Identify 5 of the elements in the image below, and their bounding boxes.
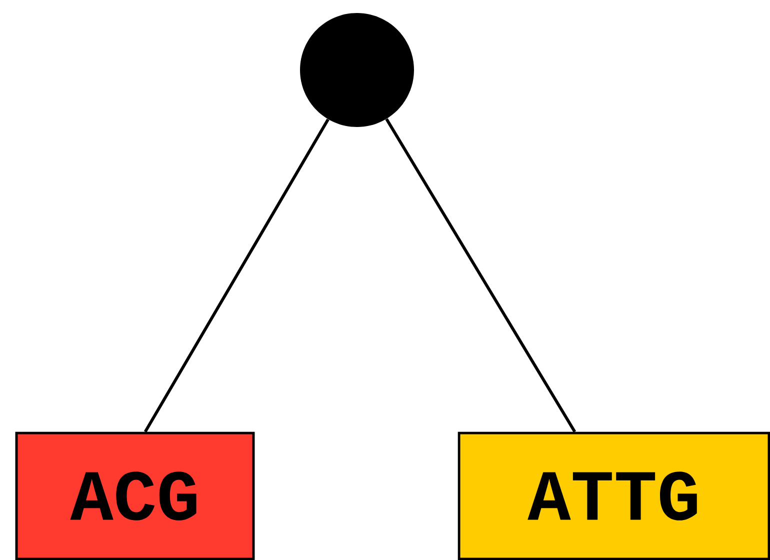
root-dot [300, 13, 414, 127]
sequence-box: ACG [15, 432, 255, 560]
tree-branch [144, 118, 330, 432]
sequence-box: ATTG [458, 432, 770, 560]
tree-branch [385, 118, 576, 433]
